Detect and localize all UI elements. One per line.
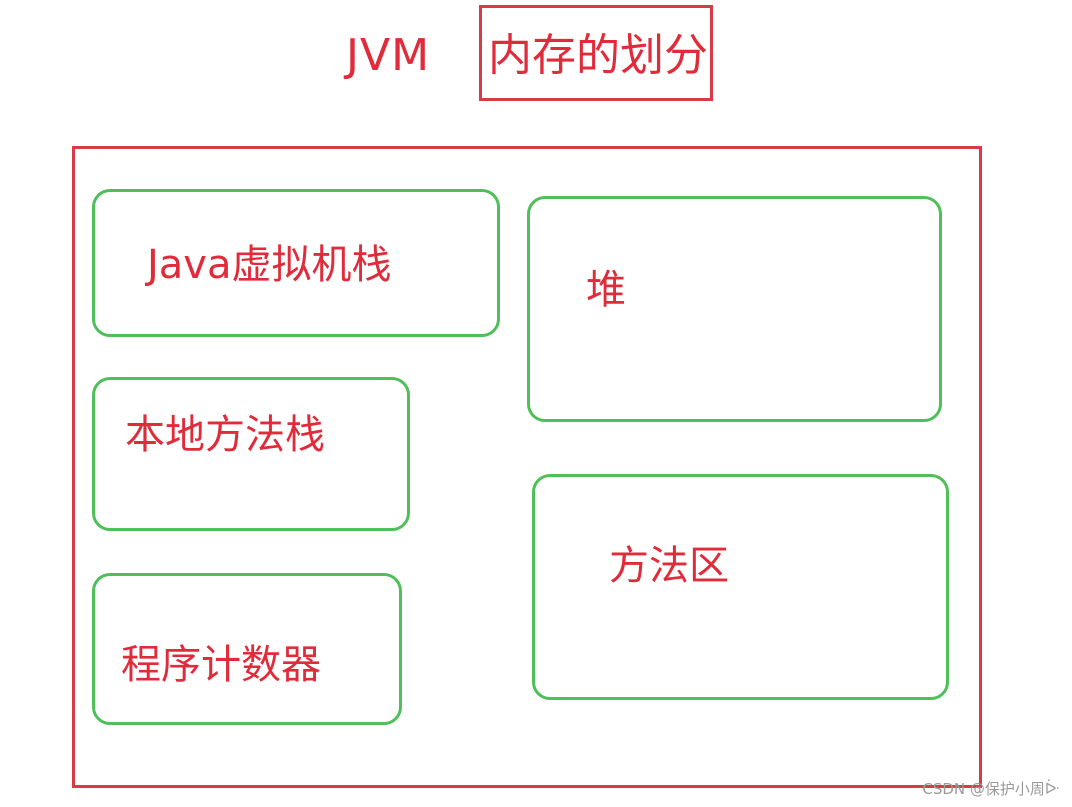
memory-outer-frame xyxy=(72,146,982,788)
jvm-stack-label: Java虚拟机栈 xyxy=(147,242,392,288)
title-box: 内存的划分 xyxy=(479,5,713,101)
heap-label: 堆 xyxy=(586,267,626,313)
native-method-stack-region: 本地方法栈 xyxy=(92,377,410,531)
method-area-region: 方法区 xyxy=(532,474,949,700)
program-counter-label: 程序计数器 xyxy=(121,642,321,688)
heap-region: 堆 xyxy=(527,196,942,422)
csdn-watermark: CSDN @保护小周ᐕ xyxy=(922,780,1060,798)
jvm-label: JVM xyxy=(346,30,431,81)
jvm-stack-region: Java虚拟机栈 xyxy=(92,189,500,337)
native-method-stack-label: 本地方法栈 xyxy=(125,412,325,458)
title-box-text: 内存的划分 xyxy=(488,30,708,81)
method-area-label: 方法区 xyxy=(609,543,729,589)
program-counter-region: 程序计数器 xyxy=(92,573,402,725)
